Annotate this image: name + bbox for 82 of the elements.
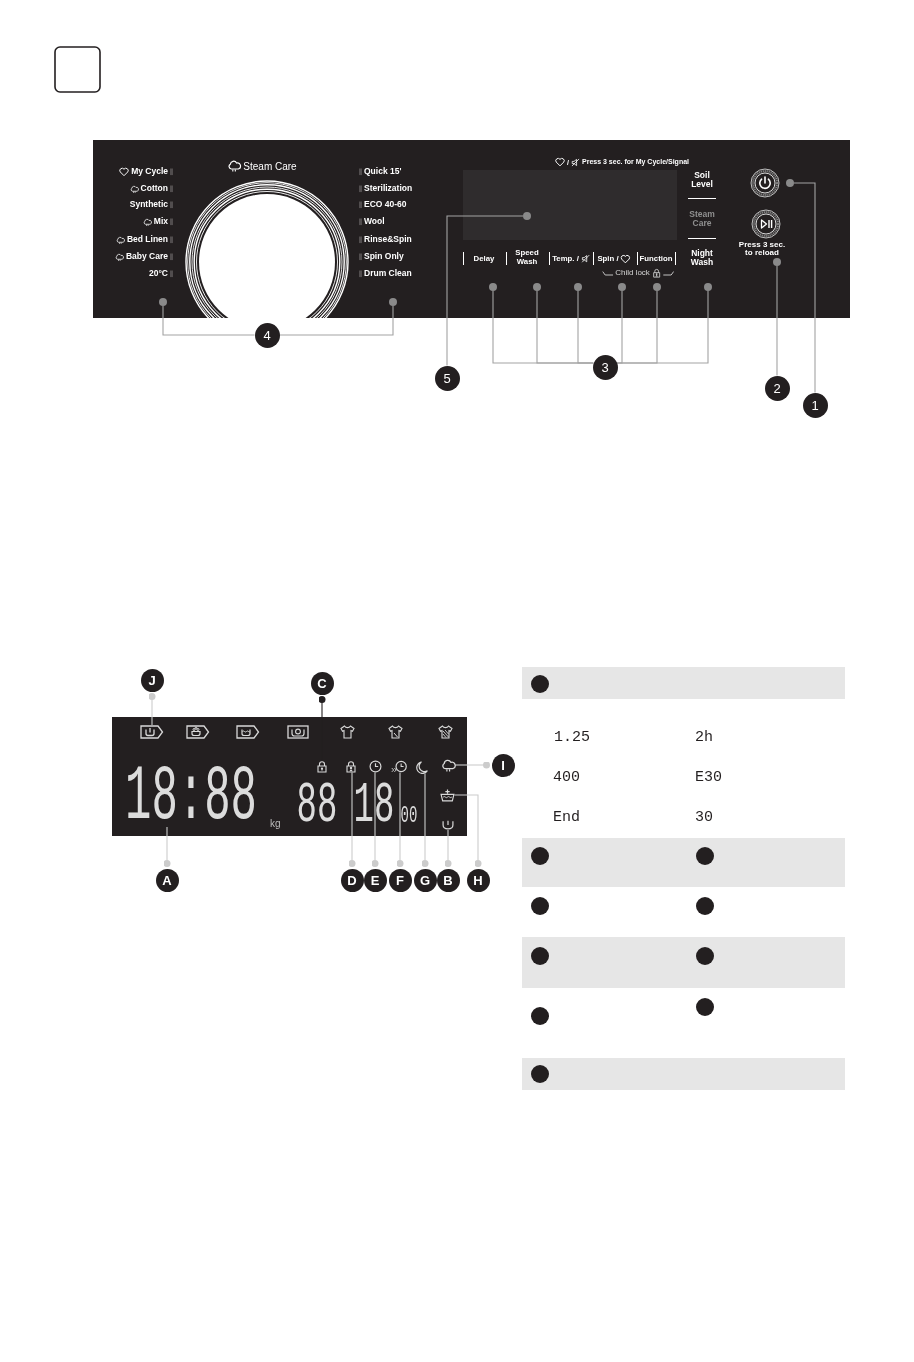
child-lock-icon [345, 759, 357, 773]
display-code: 30 [695, 809, 713, 827]
callout-number: 3 [592, 354, 618, 380]
callout-letter: E [363, 868, 387, 892]
fast-clock-icon [391, 759, 407, 773]
leader-line [348, 771, 356, 867]
instruction-text: Press 3 sec. to reload [737, 241, 787, 257]
dot-icon [159, 298, 167, 306]
callout-number: 4 [254, 322, 280, 348]
display-code: 400 [553, 769, 580, 787]
segment-digits: 00 [400, 806, 418, 826]
unit-label: kg [270, 817, 281, 829]
program-label: My Cycle [131, 167, 168, 177]
dot-icon [389, 298, 397, 306]
leader-line [454, 761, 490, 769]
callout-letter: F [388, 868, 412, 892]
segment-digits: 18:88 [125, 767, 257, 827]
dot-icon [533, 283, 541, 291]
callout-number: 1 [802, 392, 828, 418]
steam-cloud-icon [440, 758, 456, 772]
callout-letter: D [340, 868, 364, 892]
clock-icon [368, 759, 382, 773]
leader-line [776, 265, 778, 377]
leader-line [453, 794, 482, 867]
program-label: ECO 40-60 [364, 200, 407, 210]
display-code: End [553, 809, 580, 827]
leader-line [446, 215, 524, 367]
program-label: Spin Only [364, 252, 404, 262]
callout-letter: B [436, 868, 460, 892]
child-lock-caption: Child lock [615, 268, 650, 278]
segment-digits: 18 [353, 783, 395, 829]
leader-line [396, 771, 404, 867]
display-code: 2h [695, 729, 713, 747]
dot-icon [489, 283, 497, 291]
control-label: Night Wash [690, 248, 714, 268]
basin-icon [442, 820, 454, 830]
program-label: Cotton [140, 184, 168, 194]
leader-line [148, 693, 156, 726]
display-code: E30 [695, 769, 722, 787]
leader-line [371, 771, 379, 867]
program-label: Rinse&Spin [364, 235, 412, 245]
callout-letter: I [491, 753, 515, 777]
dot-icon [786, 179, 794, 187]
program-label: Mix [153, 217, 168, 227]
dot-icon [773, 258, 781, 266]
leader-line [421, 772, 429, 867]
leader-line [163, 826, 171, 867]
callout-letter: C [310, 671, 334, 695]
option-label: Steam Care [689, 209, 715, 229]
basin-plus-icon [439, 788, 455, 802]
dot-icon [704, 283, 712, 291]
leader-line [162, 305, 256, 336]
callout-number: 5 [434, 365, 460, 391]
leader-line [616, 290, 709, 364]
program-label: Wool [364, 217, 385, 227]
callout-letter: J [140, 668, 164, 692]
program-label: Bed Linen [126, 235, 168, 245]
feature-label: Steam Care [243, 160, 297, 172]
basin-arrow-icon [140, 725, 164, 739]
program-label: 20°C [149, 269, 168, 279]
segment-digits: 88 [296, 783, 338, 829]
leader-line [278, 305, 394, 336]
program-label: Drum Clean [364, 269, 412, 279]
callout-letter: G [413, 868, 437, 892]
callout-number: 2 [764, 375, 790, 401]
callout-letter: H [466, 868, 490, 892]
lock-icon [316, 759, 328, 773]
program-label: Quick 15' [364, 167, 402, 177]
dot-icon [618, 283, 626, 291]
dot-icon [523, 212, 531, 220]
program-label: Baby Care [125, 252, 168, 262]
dot-icon [653, 283, 661, 291]
moon-icon [416, 760, 428, 774]
leader-line [793, 182, 816, 394]
leader-line [444, 829, 452, 867]
leader-line [577, 290, 594, 364]
dot-icon [574, 283, 582, 291]
program-label: Sterilization [364, 184, 413, 194]
display-code: 1.25 [554, 729, 590, 747]
option-label: Soil Level [691, 170, 713, 190]
program-label: Synthetic [129, 200, 168, 210]
callout-letter: A [155, 868, 179, 892]
